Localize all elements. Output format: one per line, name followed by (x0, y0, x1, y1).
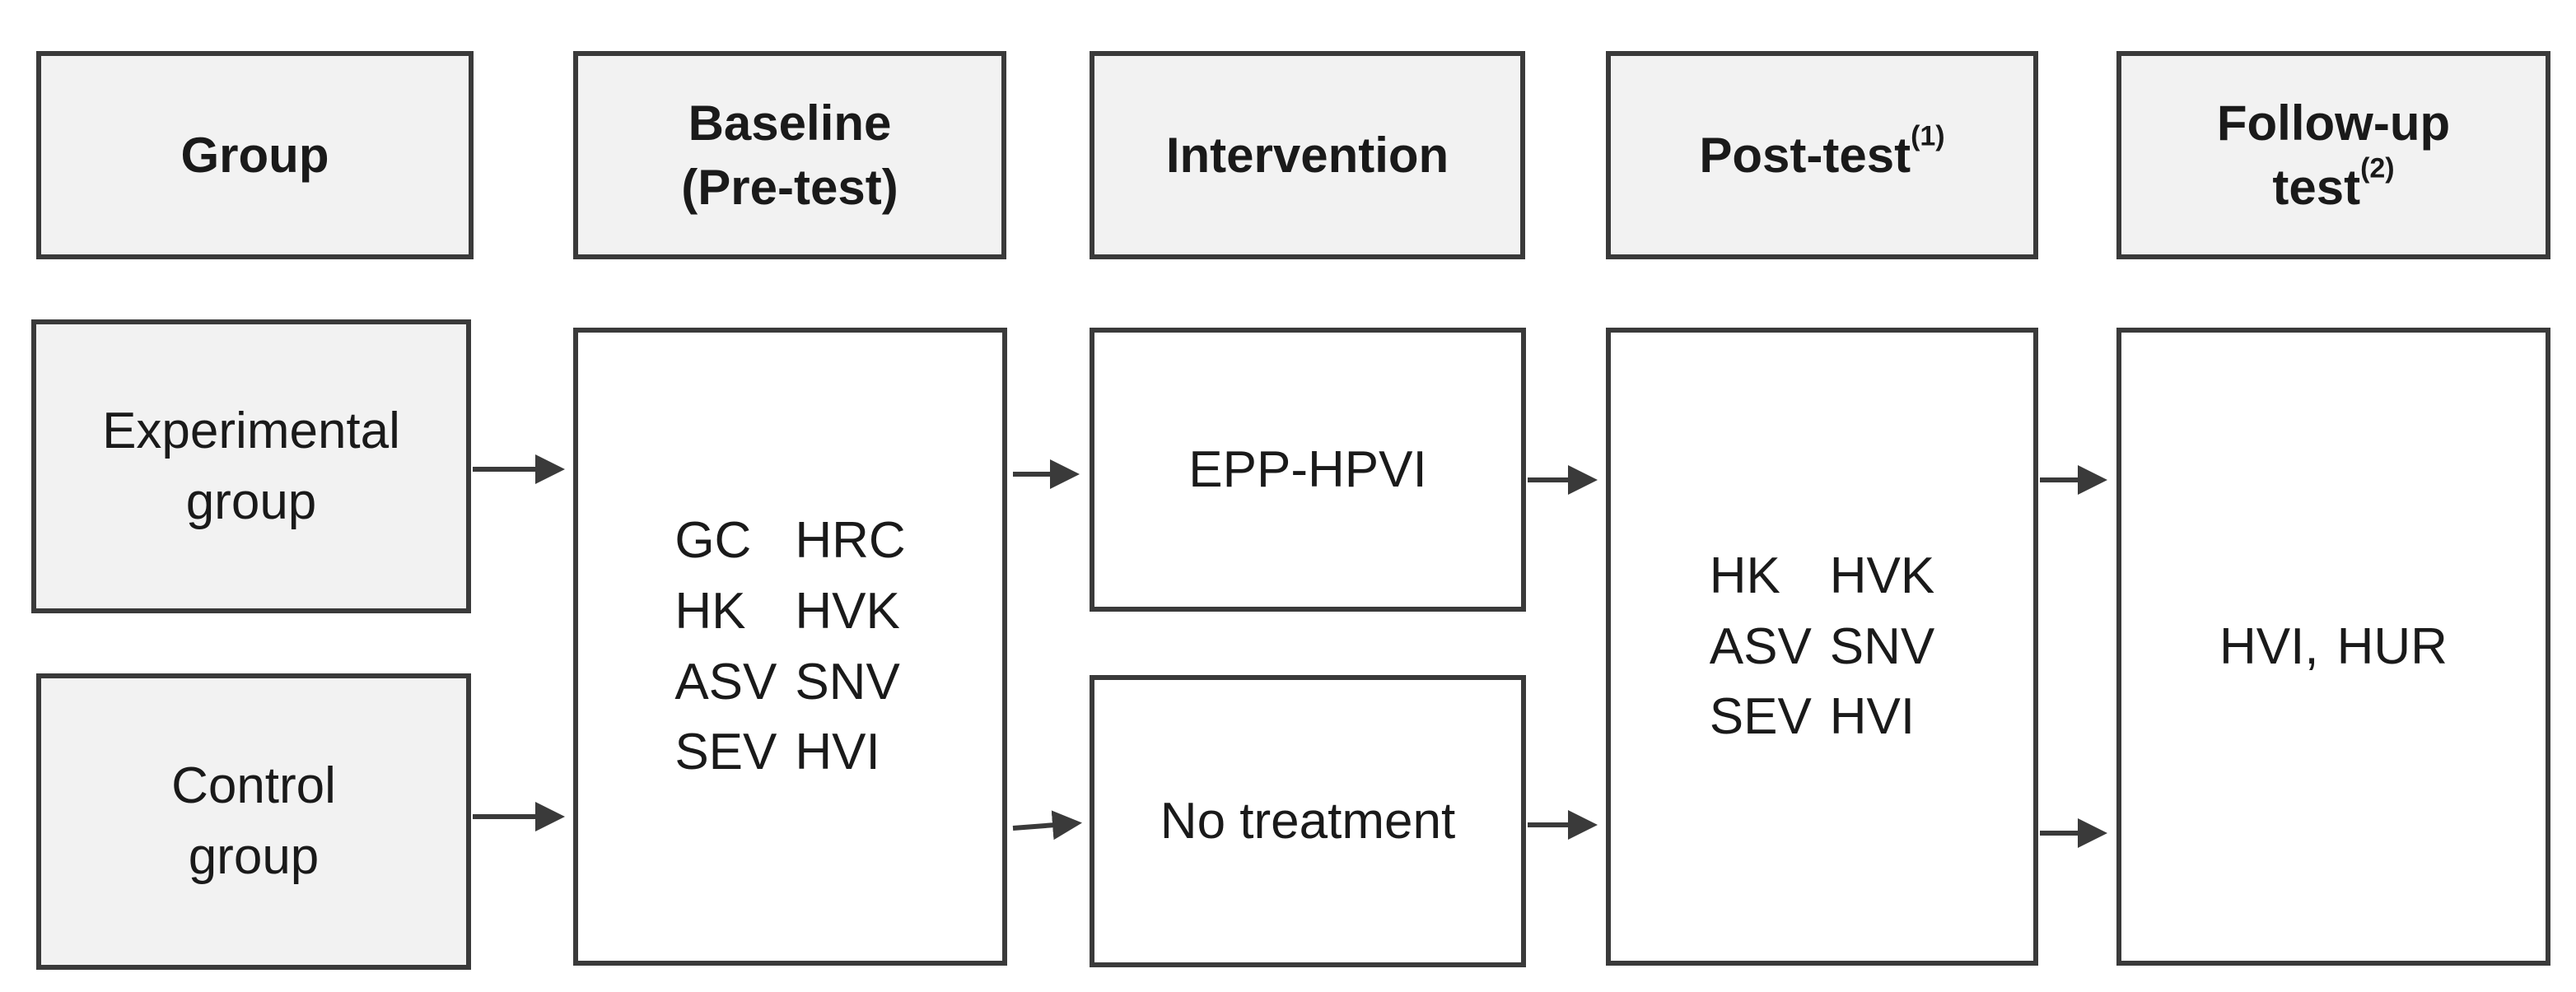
control-group-box: Control group (36, 673, 471, 970)
baseline-measure: GC (674, 512, 752, 570)
baseline-measure-row: HK HVK (674, 576, 905, 647)
baseline-measure-row: GC HRC (674, 505, 905, 576)
followup-measure: HVI, (2219, 617, 2319, 675)
header-baseline-line1: Baseline (688, 95, 892, 151)
header-followup: Follow-up test(2) (2116, 51, 2550, 259)
posttest-measure-row: HK HVK (1710, 541, 1934, 612)
header-baseline-line2: (Pre-test) (681, 159, 898, 215)
intervention-control-box: No treatment (1090, 675, 1526, 967)
followup-measure: HUR (2336, 617, 2448, 675)
header-followup-line2: test (2272, 159, 2361, 215)
header-group: Group (36, 51, 474, 259)
baseline-measure: HVI (795, 724, 880, 781)
posttest-measure: HVI (1829, 688, 1916, 746)
header-posttest: Post-test(1) (1606, 51, 2038, 259)
header-followup-line1: Follow-up (2216, 95, 2451, 151)
header-posttest-label: Post-test (1699, 127, 1911, 183)
experimental-group-line1: Experimental (102, 402, 400, 459)
header-posttest-superscript: (1) (1911, 120, 1945, 152)
intervention-control-label: No treatment (1160, 792, 1456, 850)
header-followup-superscript: (2) (2360, 152, 2395, 184)
posttest-measure: SEV (1709, 688, 1812, 746)
baseline-measure-row: ASV SNV (674, 647, 905, 718)
header-intervention: Intervention (1090, 51, 1525, 259)
posttest-measure: HVK (1829, 547, 1935, 605)
baseline-measure: ASV (674, 653, 777, 710)
intervention-experimental-box: EPP-HPVI (1090, 328, 1526, 612)
posttest-measures-box: HK HVK ASV SNV SEV HVI (1606, 328, 2038, 966)
experimental-group-box: Experimental group (31, 319, 471, 613)
control-group-line2: group (188, 828, 320, 885)
baseline-measure: HVK (795, 582, 900, 640)
followup-measures-box: HVI, HUR (2116, 328, 2550, 966)
baseline-measures-box: GC HRC HK HVK ASV SNV SEV HVI (573, 328, 1007, 966)
baseline-measure-row: SEV HVI (674, 717, 905, 788)
baseline-measure: SNV (795, 653, 900, 710)
posttest-measure: SNV (1829, 617, 1935, 675)
header-baseline: Baseline (Pre-test) (573, 51, 1006, 259)
posttest-measure: HK (1709, 547, 1780, 605)
baseline-measure: HRC (795, 512, 906, 570)
baseline-measures-list: GC HRC HK HVK ASV SNV SEV HVI (674, 505, 905, 787)
header-intervention-label: Intervention (1165, 127, 1449, 183)
posttest-measure-row: SEV HVI (1710, 682, 1934, 752)
baseline-measure: HK (674, 582, 746, 640)
posttest-measure: ASV (1709, 617, 1812, 675)
baseline-measure: SEV (674, 724, 777, 781)
experimental-group-line2: group (185, 473, 317, 530)
posttest-measures-list: HK HVK ASV SNV SEV HVI (1710, 541, 1934, 752)
arrow-baseline-to-no-treatment (1012, 810, 1082, 841)
control-group-line1: Control (171, 757, 336, 815)
header-group-label: Group (180, 127, 329, 183)
posttest-measure-row: ASV SNV (1710, 612, 1934, 682)
intervention-experimental-label: EPP-HPVI (1188, 440, 1427, 498)
